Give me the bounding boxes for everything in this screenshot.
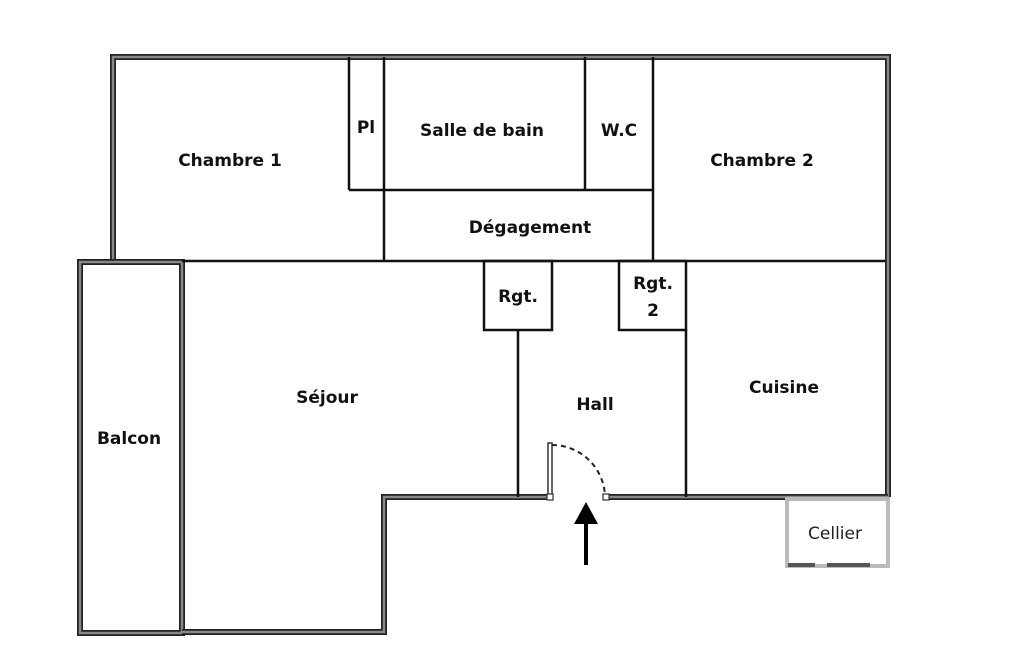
room-label-cuisine: Cuisine	[749, 378, 819, 398]
room-label-degagement: Dégagement	[469, 218, 591, 238]
room-label-placard: Pl	[357, 118, 375, 138]
cellier-outline	[785, 497, 890, 568]
room-label-hall: Hall	[576, 395, 613, 415]
room-label-salle-de-bain: Salle de bain	[420, 121, 544, 141]
room-label-cellier: Cellier	[808, 524, 862, 544]
room-label-chambre-1: Chambre 1	[178, 151, 282, 171]
room-label-rangement-2: Rgt.	[633, 274, 673, 294]
entrance-arrow-icon	[574, 502, 598, 565]
exterior-walls	[77, 54, 891, 636]
room-label-rangement-2-number: 2	[647, 301, 659, 321]
room-label-rangement-1: Rgt.	[498, 287, 538, 307]
room-label-sejour: Séjour	[296, 388, 358, 408]
room-label-wc: W.C	[601, 121, 637, 141]
door-leaf	[547, 442, 553, 498]
storage-2-outline	[617, 259, 688, 332]
interior-walls	[182, 57, 885, 497]
room-label-balcon: Balcon	[97, 429, 161, 449]
entrance-door	[546, 442, 610, 501]
room-label-chambre-2: Chambre 2	[710, 151, 814, 171]
door-swing-arc	[551, 444, 606, 498]
